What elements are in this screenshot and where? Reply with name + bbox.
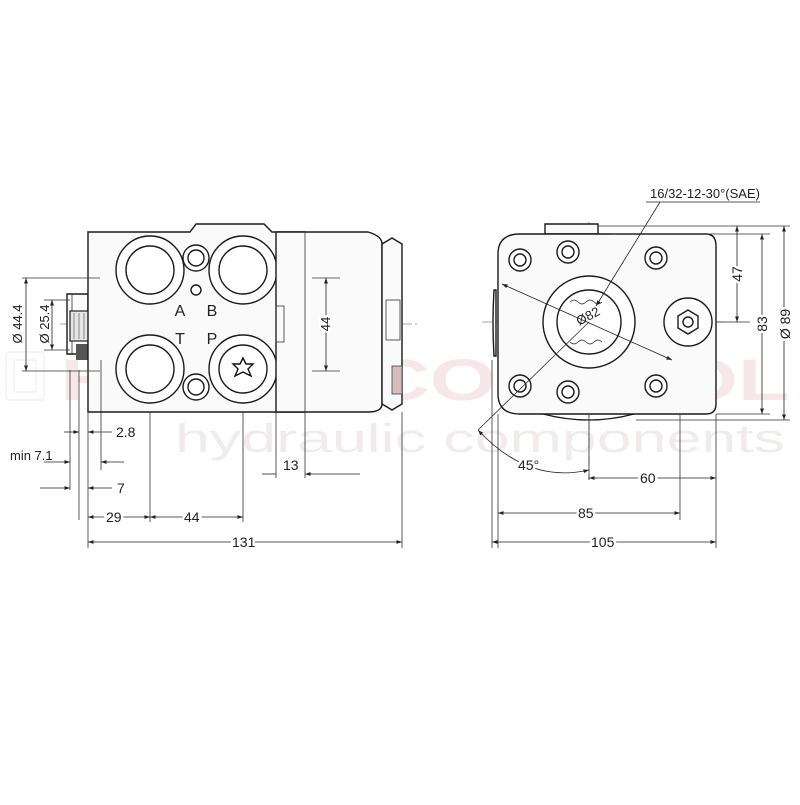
dim-diameter-44-4: Ø 44.4	[10, 304, 25, 343]
dim-83: 83	[754, 316, 770, 332]
port-T-outline	[115, 334, 185, 404]
dim-105: 105	[591, 534, 615, 550]
port-B-outline	[208, 235, 278, 305]
side-extension-lines	[22, 277, 403, 548]
housing-top-lip	[544, 223, 599, 235]
dim-29: 29	[106, 509, 122, 525]
watermark-tagline: hydraulic components	[175, 417, 785, 461]
side-view: A B T P Ø 4	[10, 223, 420, 553]
port-label-B: B	[207, 303, 218, 320]
dim-vertical-44: 44	[318, 317, 333, 331]
round-housing	[492, 289, 497, 357]
watermark-logo-icon	[5, 351, 45, 401]
front-bolt-holes	[508, 240, 668, 404]
port-label-T: T	[175, 331, 185, 348]
port-label-A: A	[175, 303, 186, 320]
front-view: Ø82 16/32-12-30°(SAE) 47 83 Ø 89	[477, 186, 796, 553]
dim-diameter-25-4: Ø 25.4	[37, 304, 52, 343]
dim-47: 47	[729, 266, 745, 282]
dim-13: 13	[283, 457, 299, 473]
dim-horizontal-44: 44	[184, 509, 200, 525]
spline-leader	[595, 201, 661, 307]
dim-min-7-1: min 7.1	[10, 448, 53, 463]
spline-spec-label: 16/32-12-30°(SAE)	[650, 186, 760, 201]
dim-angle-45: 45°	[518, 457, 539, 473]
small-hole	[190, 284, 202, 296]
port-P-outline	[208, 334, 278, 404]
port-A-outline	[115, 235, 185, 305]
check-valve-star-icon	[231, 356, 255, 378]
dim-85: 85	[578, 505, 594, 521]
dim-arc-45	[477, 429, 590, 474]
dim-7: 7	[117, 480, 125, 496]
dim-60: 60	[640, 470, 656, 486]
dim-line-diameter-82	[501, 283, 673, 361]
dim-diameter-89: Ø 89	[777, 309, 793, 340]
port-label-P: P	[207, 331, 218, 348]
dim-2-8: 2.8	[116, 424, 136, 440]
dim-131: 131	[232, 534, 256, 550]
